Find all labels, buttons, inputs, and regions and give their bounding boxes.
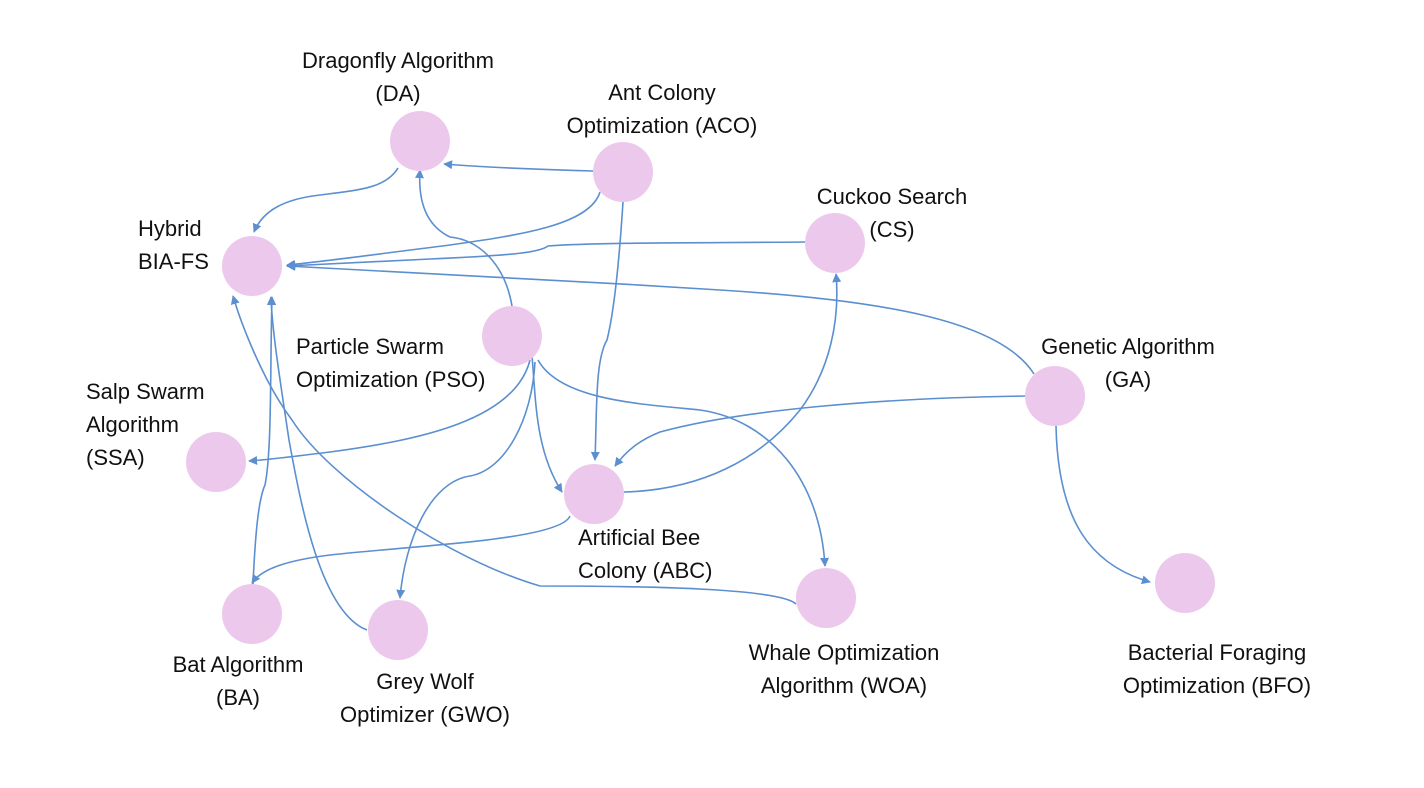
node-label-line: Grey Wolf [376, 669, 474, 694]
node-label-line: Algorithm [86, 412, 179, 437]
node-label-line: Particle Swarm [296, 334, 444, 359]
node-label-line: Cuckoo Search [817, 184, 967, 209]
node-label-line: Hybrid [138, 216, 202, 241]
node-label-line: Optimization (ACO) [567, 113, 758, 138]
node-bfo [1155, 553, 1215, 613]
node-aco [593, 142, 653, 202]
node-ba [222, 584, 282, 644]
node-label-line: (BA) [216, 685, 260, 710]
edge-woa-hybrid [230, 295, 797, 605]
edge-ga-abc [614, 395, 1027, 467]
node-pso [482, 306, 542, 366]
edge-pso-da [414, 169, 513, 307]
edge-da-hybrid [252, 167, 399, 233]
edge-aco-hybrid [286, 191, 601, 269]
node-label-line: Salp Swarm [86, 379, 205, 404]
edge-abc-ba [251, 515, 571, 584]
edge-pso-abc [531, 355, 563, 493]
node-cs [805, 213, 865, 273]
node-label-line: Ant Colony [608, 80, 716, 105]
node-label-line: (DA) [375, 81, 420, 106]
edge-ba-hybrid [252, 296, 277, 585]
edge-ga-bfo [1055, 425, 1151, 585]
node-hybrid [222, 236, 282, 296]
node-label-line: Genetic Algorithm [1041, 334, 1215, 359]
edge-gwo-hybrid [266, 296, 368, 631]
edge-pso-ssa [248, 359, 531, 465]
node-label-line: Bacterial Foraging [1128, 640, 1307, 665]
node-abc [564, 464, 624, 524]
node-label-ga: Genetic Algorithm (GA) [1041, 334, 1215, 392]
node-label-line: Artificial Bee [578, 525, 700, 550]
node-label-line: Colony (ABC) [578, 558, 712, 583]
node-label-line: Whale Optimization [749, 640, 940, 665]
edge-abc-cs [623, 273, 842, 493]
node-ga [1025, 366, 1085, 426]
node-label-line: Bat Algorithm [173, 652, 304, 677]
node-label-line: Dragonfly Algorithm [302, 48, 494, 73]
node-label-line: (GA) [1105, 367, 1151, 392]
node-label-cs: Cuckoo Search (CS) [817, 184, 967, 242]
node-label-line: Optimization (BFO) [1123, 673, 1311, 698]
node-label-line: BIA-FS [138, 249, 209, 274]
edge-ga-hybrid [286, 261, 1035, 375]
edge-aco-da [443, 160, 594, 172]
edges [230, 160, 1151, 631]
node-woa [796, 568, 856, 628]
node-da [390, 111, 450, 171]
edge-pso-woa [537, 359, 830, 567]
edge-pso-gwo [396, 361, 536, 599]
node-label-line: (CS) [869, 217, 914, 242]
nodes [186, 111, 1215, 660]
node-label-da: Dragonfly Algorithm (DA) [302, 48, 494, 106]
node-gwo [368, 600, 428, 660]
edge-cs-hybrid [286, 241, 806, 271]
node-label-line: Optimizer (GWO) [340, 702, 510, 727]
node-label-line: Optimization (PSO) [296, 367, 486, 392]
node-label-line: (SSA) [86, 445, 145, 470]
node-label-ba: Bat Algorithm (BA) [173, 652, 304, 710]
node-ssa [186, 432, 246, 492]
node-label-line: Algorithm (WOA) [761, 673, 927, 698]
edge-aco-abc [590, 201, 624, 461]
